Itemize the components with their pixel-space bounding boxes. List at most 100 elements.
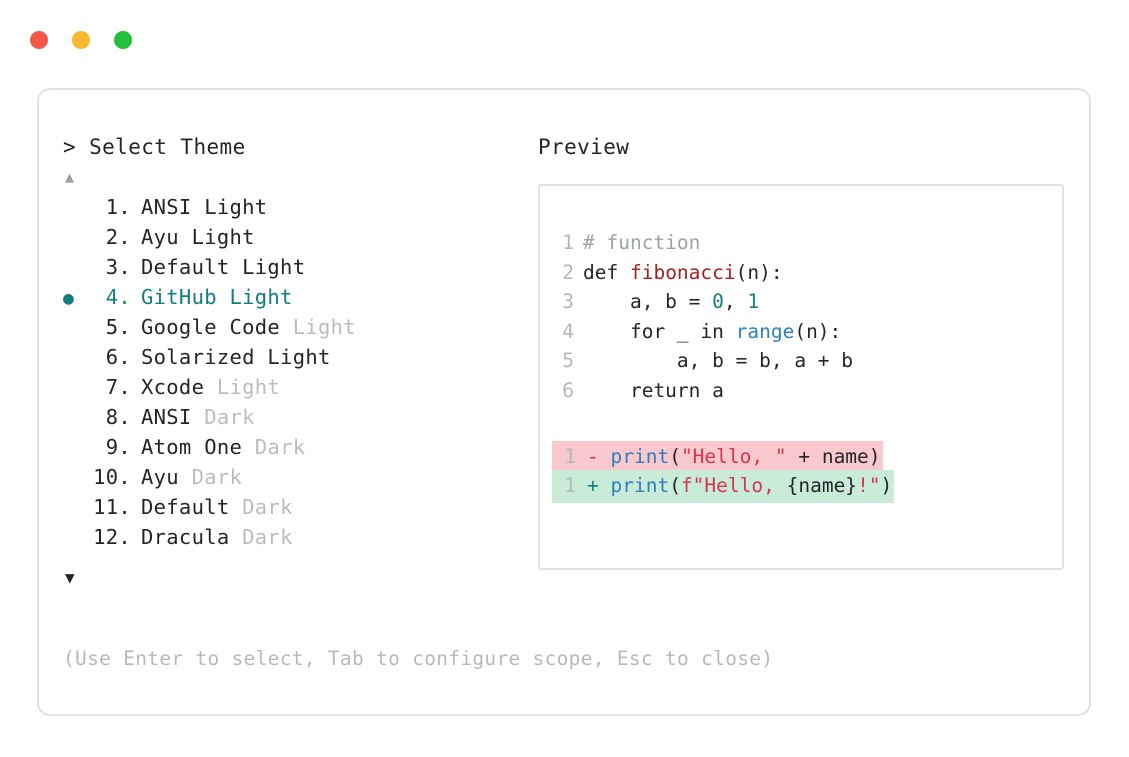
code-token: 0 bbox=[712, 290, 724, 313]
code-token: 1 bbox=[747, 290, 760, 313]
code-token: a, b = b, a + b bbox=[583, 349, 854, 372]
code-line-text: a, b = b, a + b bbox=[574, 346, 853, 376]
code-token: ( bbox=[669, 474, 681, 497]
code-token: return a bbox=[583, 378, 724, 402]
theme-list-item[interactable]: 10.Ayu Dark bbox=[63, 462, 533, 492]
code-token: + bbox=[587, 474, 611, 497]
theme-item-number: 10. bbox=[93, 465, 131, 489]
theme-item-name: Default bbox=[141, 495, 230, 519]
zoom-window-button[interactable] bbox=[114, 31, 132, 49]
diff-removed-line: 1- print("Hello, " + name) bbox=[552, 440, 1058, 473]
theme-item-number: 12. bbox=[93, 525, 131, 549]
line-number: 1 bbox=[552, 440, 578, 473]
theme-item-number: 6. bbox=[105, 345, 131, 369]
line-number: 5 bbox=[562, 349, 574, 372]
code-line: 4 for _ in range(n): bbox=[552, 317, 1058, 347]
selected-bullet-icon: ● bbox=[63, 288, 75, 309]
page-title: Select Theme bbox=[89, 135, 246, 159]
preview-label: Preview bbox=[538, 135, 630, 159]
theme-item-number: 4. bbox=[105, 285, 131, 309]
theme-item-number: 3. bbox=[105, 255, 131, 279]
theme-item-name: Default Light bbox=[141, 255, 306, 279]
theme-item-name: Google Code bbox=[141, 315, 281, 339]
code-line: 1# function bbox=[552, 228, 1058, 258]
line-number: 3 bbox=[562, 290, 574, 313]
theme-list-item[interactable]: 9.Atom One Dark bbox=[63, 432, 533, 462]
prompt-caret-icon: > bbox=[63, 135, 77, 159]
code-token: + name) bbox=[786, 444, 881, 468]
code-spacer bbox=[552, 405, 1058, 435]
code-line-text: + print(f"Hello, {name}!") bbox=[578, 470, 895, 503]
code-line-text: a, b = 0, 1 bbox=[574, 287, 759, 317]
theme-list-item[interactable]: 2.Ayu Light bbox=[63, 222, 533, 252]
code-token: print bbox=[610, 474, 670, 497]
close-window-button[interactable] bbox=[30, 31, 48, 49]
theme-item-number: 5. bbox=[105, 315, 131, 339]
code-token: , bbox=[723, 290, 748, 313]
theme-item-variant: Dark bbox=[191, 405, 255, 429]
code-token: f"Hello, bbox=[680, 474, 787, 497]
theme-list-item[interactable]: 7. Xcode Light bbox=[63, 372, 533, 402]
theme-item-name: Solarized Light bbox=[141, 345, 331, 369]
theme-list-item[interactable]: 12. Dracula Dark bbox=[63, 522, 533, 552]
theme-item-variant: Dark bbox=[229, 495, 293, 519]
code-line-text: for _ in range(n): bbox=[574, 317, 841, 347]
theme-item-name: Xcode bbox=[141, 375, 205, 399]
code-line-text: # function bbox=[574, 228, 700, 258]
line-number: 6 bbox=[562, 378, 574, 402]
scroll-down-icon[interactable]: ▼ bbox=[65, 568, 75, 587]
theme-item-number: 9. bbox=[105, 435, 131, 459]
theme-item-number: 8. bbox=[105, 405, 131, 429]
code-token: a, b = bbox=[583, 290, 713, 313]
diff-added-line: 1+ print(f"Hello, {name}!") bbox=[552, 470, 1058, 503]
code-token: for _ in bbox=[583, 319, 736, 343]
theme-item-number: 2. bbox=[105, 225, 131, 249]
code-token: ( bbox=[669, 444, 681, 468]
scroll-up-icon[interactable]: ▲ bbox=[65, 168, 75, 186]
theme-item-name: ANSI bbox=[141, 405, 192, 429]
code-line: 6 return a bbox=[552, 376, 1058, 406]
code-token: "Hello, " bbox=[680, 444, 787, 468]
theme-item-variant: Light bbox=[204, 375, 281, 399]
theme-item-number: 7. bbox=[105, 375, 131, 399]
code-token: print bbox=[610, 444, 670, 468]
minimize-window-button[interactable] bbox=[72, 31, 90, 49]
theme-list-item[interactable]: 5. Google Code Light bbox=[63, 312, 533, 342]
theme-item-variant: Dark bbox=[229, 525, 293, 549]
code-token: - bbox=[587, 444, 611, 468]
code-token: !" bbox=[857, 474, 881, 497]
theme-item-number: 11. bbox=[93, 495, 131, 519]
theme-selector-pane: > Select Theme ▲ 1. ANSI Light 2.Ayu Light… bbox=[63, 134, 533, 588]
theme-list-item[interactable]: 6. Solarized Light bbox=[63, 342, 533, 372]
code-token: ) bbox=[880, 474, 893, 497]
code-token: (n): bbox=[735, 260, 783, 284]
theme-item-name: Atom One bbox=[141, 435, 243, 459]
code-token: fibonacci bbox=[629, 260, 736, 284]
theme-list-item[interactable]: ● 4. GitHub Light bbox=[63, 282, 533, 312]
code-token: def bbox=[583, 260, 630, 284]
theme-item-number: 1. bbox=[105, 195, 131, 219]
theme-list-item[interactable]: 11. Default Dark bbox=[63, 492, 533, 522]
theme-item-variant: Light bbox=[280, 315, 356, 339]
prompt-header: > Select Theme bbox=[63, 134, 533, 160]
theme-picker-card: > Select Theme ▲ 1. ANSI Light 2.Ayu Light… bbox=[37, 88, 1091, 716]
theme-list-item[interactable]: 3. Default Light bbox=[63, 252, 533, 282]
code-line: 5 a, b = b, a + b bbox=[552, 346, 1058, 376]
theme-item-name: GitHub Light bbox=[141, 285, 293, 309]
code-line-text: return a bbox=[574, 376, 724, 406]
theme-item-name: ANSI Light bbox=[141, 195, 268, 219]
code-line: 3 a, b = 0, 1 bbox=[552, 287, 1058, 317]
theme-list-item[interactable]: 1. ANSI Light bbox=[63, 192, 533, 222]
theme-item-name: Dracula bbox=[141, 525, 230, 549]
theme-list-item[interactable]: 8. ANSI Dark bbox=[63, 402, 533, 432]
code-token: {name} bbox=[786, 474, 858, 497]
line-number: 4 bbox=[562, 319, 574, 343]
line-number: 1 bbox=[562, 231, 574, 254]
line-number: 1 bbox=[552, 470, 578, 503]
theme-item-variant: Dark bbox=[178, 465, 243, 489]
code-line-text: - print("Hello, " + name) bbox=[578, 440, 883, 473]
